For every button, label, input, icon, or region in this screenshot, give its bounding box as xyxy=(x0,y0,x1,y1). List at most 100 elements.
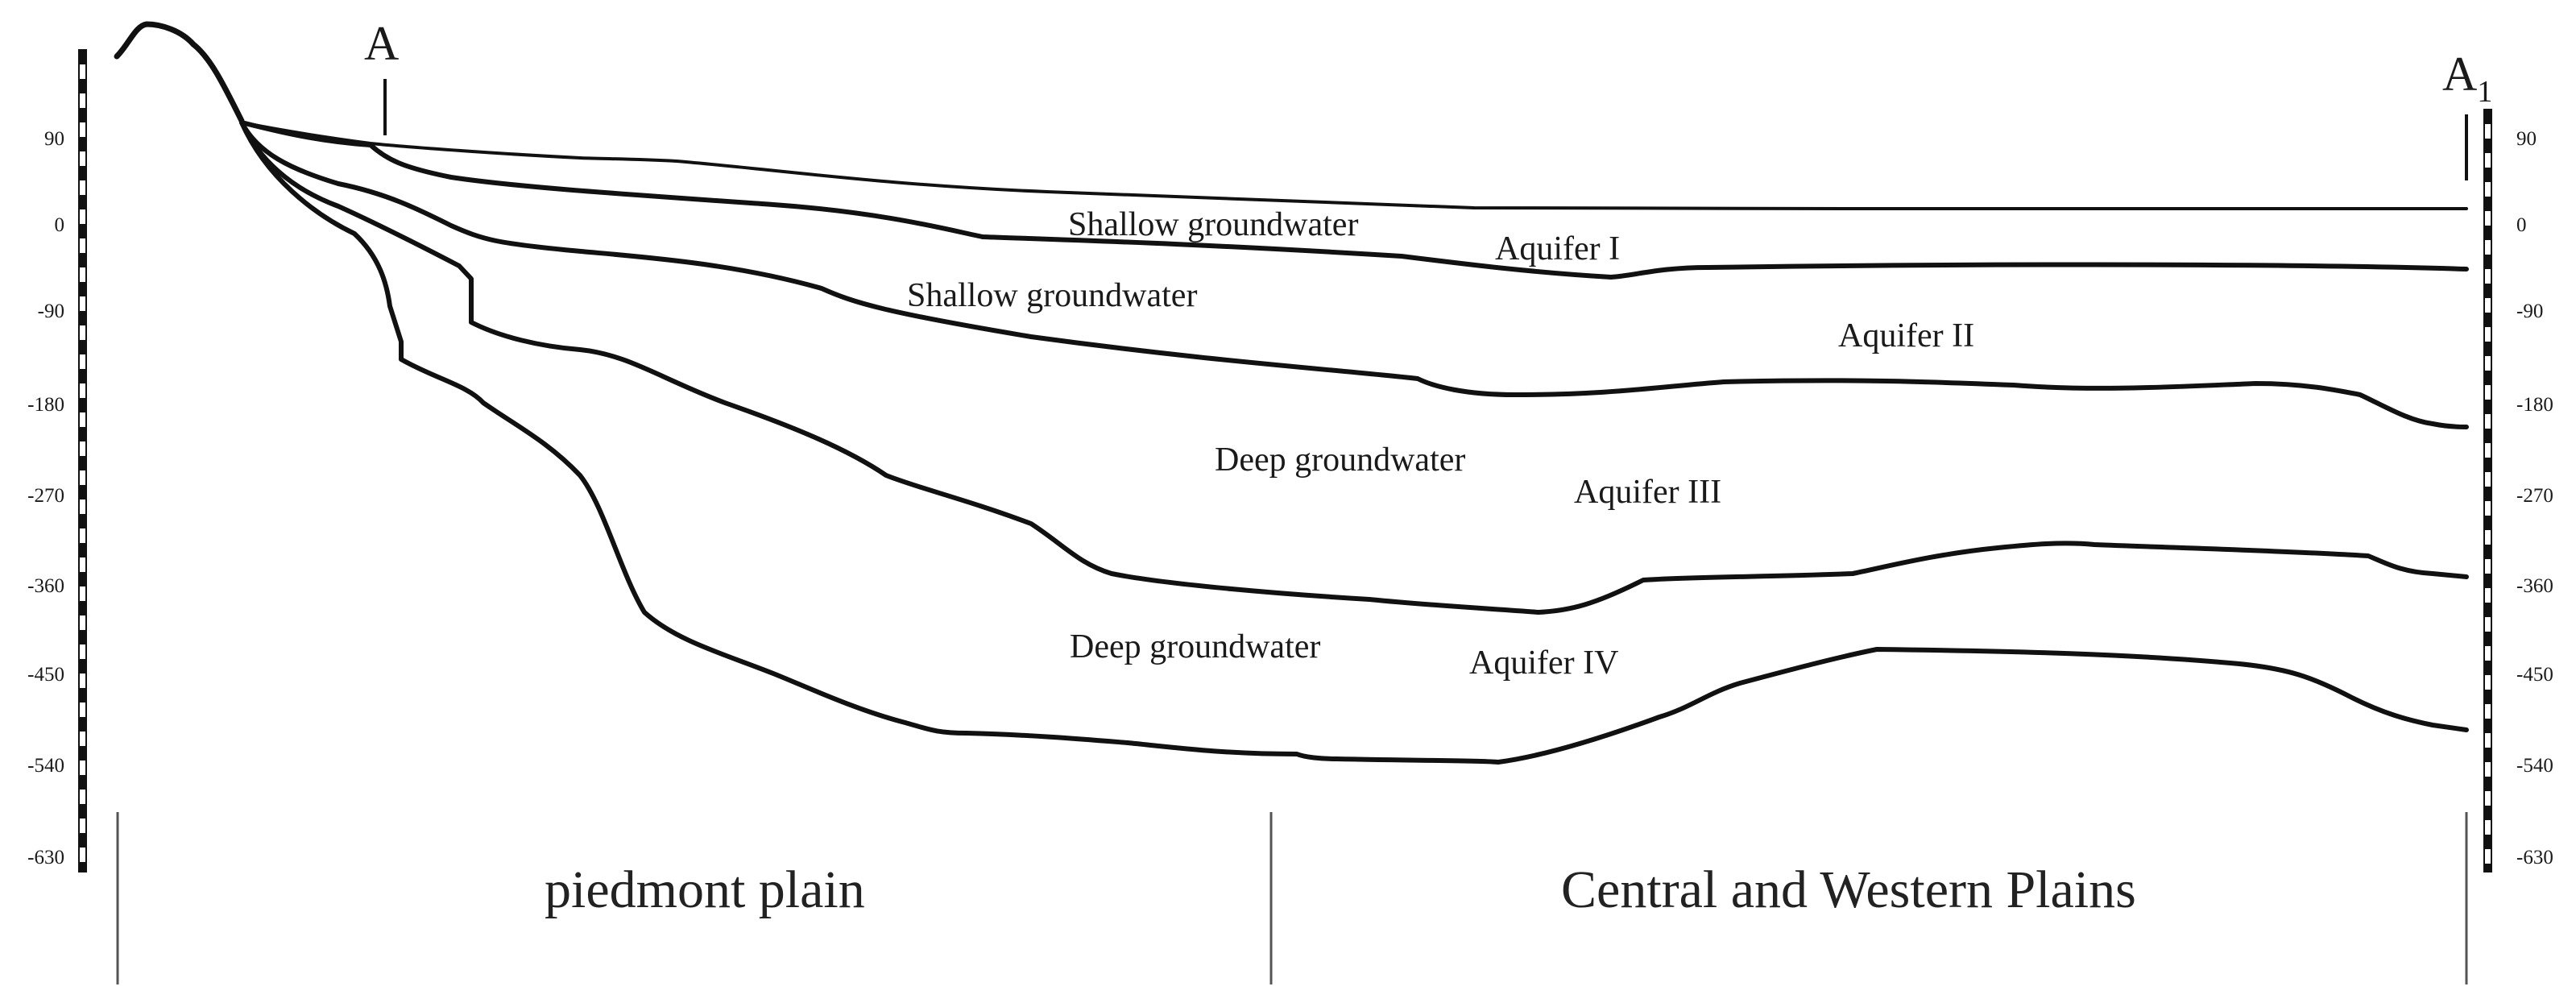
left-scale-segment-segment xyxy=(79,804,86,819)
right-scale-segment-segment xyxy=(2484,603,2491,617)
right-scale-segment-segment xyxy=(2484,197,2491,211)
right-scale-segment-segment xyxy=(2484,632,2491,646)
label-shallow-groundwater-1: Shallow groundwater xyxy=(1068,206,1358,243)
right-scale-segment-segment xyxy=(2484,487,2491,501)
right-scale-segment-segment xyxy=(2484,777,2491,791)
left-tick-label-m630: -630 xyxy=(27,847,64,868)
left-scale-segment-segment xyxy=(79,137,86,151)
left-scale-segment-segment xyxy=(79,485,86,499)
right-scale-segment-segment xyxy=(2484,255,2491,269)
left-tick-label-m90: -90 xyxy=(38,300,64,322)
right-scale-segment-segment xyxy=(2484,168,2491,182)
right-tick-label-m540: -540 xyxy=(2516,755,2553,777)
aquifer-3-top-line xyxy=(239,120,2469,615)
label-shallow-groundwater-2: Shallow groundwater xyxy=(907,277,1197,314)
right-scale-segment-segment xyxy=(2484,371,2491,385)
left-scale-segment-segment xyxy=(79,862,86,872)
aquifer-2-top-line xyxy=(239,120,2469,429)
left-scale-segment-segment xyxy=(79,688,86,703)
left-scale-segment-segment xyxy=(79,514,86,528)
right-scale-segment-segment xyxy=(2484,429,2491,443)
right-tick-label-m180: -180 xyxy=(2516,394,2553,416)
marker-a-label: A xyxy=(364,17,399,70)
left-scale-segment-segment xyxy=(79,601,86,615)
left-tick-label-0: 0 xyxy=(55,214,65,236)
right-scale-segment-segment xyxy=(2484,342,2491,356)
left-scale-segment-segment xyxy=(79,253,86,267)
right-tick-label-90: 90 xyxy=(2516,128,2537,150)
left-tick-label-m360: -360 xyxy=(27,575,64,597)
left-scale-segment-segment xyxy=(79,427,86,441)
right-scale-segment-segment xyxy=(2484,545,2491,559)
label-deep-groundwater-1: Deep groundwater xyxy=(1215,441,1465,479)
ground-surface-line xyxy=(240,121,2468,210)
left-scale-segment-segment xyxy=(79,456,86,470)
right-tick-label-m90: -90 xyxy=(2516,300,2543,322)
left-scale-segment-segment xyxy=(79,833,86,848)
right-scale-segment-segment xyxy=(2484,313,2491,327)
label-deep-groundwater-2: Deep groundwater xyxy=(1070,628,1320,665)
right-scale-segment-segment xyxy=(2484,139,2491,153)
left-scale-segment-segment xyxy=(79,572,86,586)
left-scale-segment-segment xyxy=(79,543,86,557)
marker-a1-subscript: 1 xyxy=(2477,75,2492,109)
left-scale-segment-segment xyxy=(79,775,86,790)
right-scale-bar xyxy=(2483,109,2492,872)
left-scale-segment-segment xyxy=(79,50,86,64)
left-scale-segment-segment xyxy=(79,717,86,732)
left-scale-segment-segment xyxy=(79,398,86,412)
left-scale-segment-segment xyxy=(79,340,86,354)
region-dividers xyxy=(116,812,2468,984)
left-tick-label-m450: -450 xyxy=(27,664,64,686)
mountain-profile xyxy=(114,21,245,124)
left-scale-segment-segment xyxy=(79,79,86,93)
right-scale-labels: 90 0 -90 -180 -270 -360 -450 -540 -630 xyxy=(2516,128,2553,868)
label-aquifer-3: Aquifer III xyxy=(1574,474,1721,511)
left-scale-segment-segment xyxy=(79,108,86,122)
aquifer-4-top-line xyxy=(239,120,2469,765)
right-scale-segment-segment xyxy=(2484,110,2491,124)
right-scale-segment-segment xyxy=(2484,516,2491,530)
left-scale-labels: 90 0 -90 -180 -270 -360 -450 -540 -630 xyxy=(27,128,64,868)
label-aquifer-1: Aquifer I xyxy=(1495,230,1620,267)
right-scale-segment-segment xyxy=(2484,690,2491,704)
right-tick-label-m450: -450 xyxy=(2516,664,2553,686)
right-scale-segment-segment xyxy=(2484,661,2491,675)
boundary-lines xyxy=(114,21,2469,765)
right-scale-segment-segment xyxy=(2484,719,2491,733)
right-tick-label-0: 0 xyxy=(2516,214,2527,236)
right-scale-segment-segment xyxy=(2484,284,2491,298)
right-scale-segment-segment xyxy=(2484,226,2491,240)
right-scale-segment-segment xyxy=(2484,458,2491,472)
label-aquifer-2: Aquifer II xyxy=(1838,317,1974,354)
region-label-central-western-plains: Central and Western Plains xyxy=(1561,860,2136,919)
label-aquifer-4: Aquifer IV xyxy=(1469,644,1618,682)
right-scale-segment-segment xyxy=(2484,748,2491,762)
left-tick-label-m540: -540 xyxy=(27,755,64,777)
right-scale-segment-segment xyxy=(2484,835,2491,849)
left-scale-segment-segment xyxy=(79,195,86,209)
left-scale-segment-segment xyxy=(79,746,86,761)
left-tick-label-m270: -270 xyxy=(27,485,64,507)
right-tick-label-m270: -270 xyxy=(2516,485,2553,507)
left-scale-bar xyxy=(78,49,87,872)
aquifer-1-top-line xyxy=(239,120,2469,280)
left-scale-segment-segment xyxy=(79,166,86,180)
right-scale-segment-segment xyxy=(2484,400,2491,414)
left-tick-label-90: 90 xyxy=(44,128,64,150)
left-scale-segment-segment xyxy=(79,659,86,674)
right-tick-label-m630: -630 xyxy=(2516,847,2553,868)
right-scale-segment-segment xyxy=(2484,574,2491,588)
right-scale-segment-segment xyxy=(2484,864,2491,872)
left-scale-segment-segment xyxy=(79,630,86,644)
right-scale-segment-segment xyxy=(2484,806,2491,820)
left-tick-label-m180: -180 xyxy=(27,394,64,416)
left-scale-segment-segment xyxy=(79,311,86,325)
marker-a1-label: A1 xyxy=(2442,48,2492,109)
left-scale-segment-segment xyxy=(79,369,86,383)
layer-labels: Shallow groundwater Aquifer I Shallow gr… xyxy=(907,206,1974,682)
right-tick-label-m360: -360 xyxy=(2516,575,2553,597)
left-scale-segment-segment xyxy=(79,282,86,296)
region-label-piedmont-plain: piedmont plain xyxy=(545,860,865,919)
